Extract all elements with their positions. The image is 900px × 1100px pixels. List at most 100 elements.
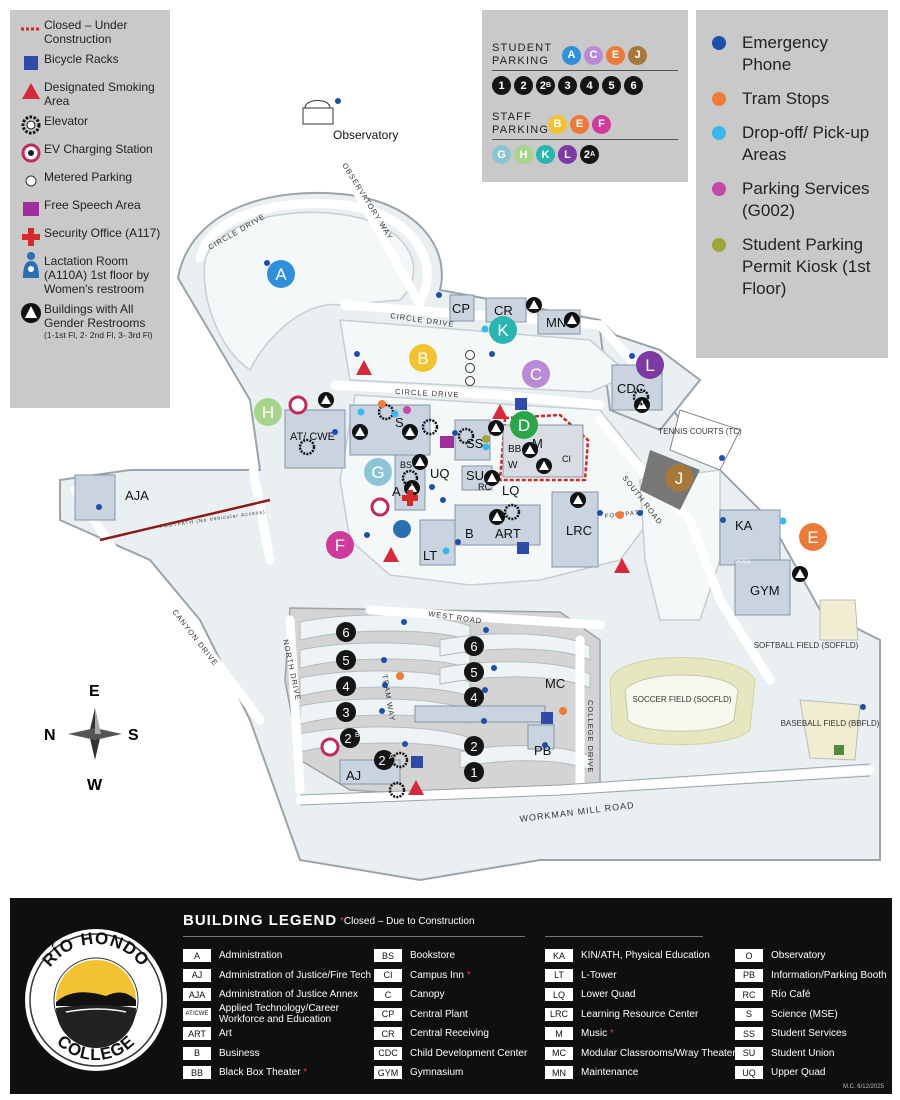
college-logo: RÍO HONDO COLLEGE <box>25 929 167 1071</box>
emergency-phone-icon <box>382 682 388 688</box>
building-bs: BS <box>400 460 412 470</box>
building-name: Central Receiving <box>410 1028 489 1040</box>
building-code: UQ <box>735 1066 763 1080</box>
building-code: S <box>735 1007 763 1021</box>
building-code: AJA <box>183 988 211 1002</box>
svg-text:5: 5 <box>470 665 477 680</box>
metered-parking-icon <box>465 350 475 360</box>
building-legend-title: BUILDING LEGEND <box>183 912 338 929</box>
triangle-circle-icon <box>18 302 44 324</box>
building-ss: SS <box>466 436 484 451</box>
building-name: Observatory <box>771 950 826 962</box>
staff-lot-badge: H <box>514 145 533 164</box>
drop-off-icon <box>481 325 489 333</box>
emergency-phone-icon <box>452 430 458 436</box>
svg-text:1: 1 <box>470 765 477 780</box>
all-gender-restroom-icon <box>526 297 542 313</box>
building-name: Administration of Justice Annex <box>219 989 358 1001</box>
parking-lot-number-badge: 6 <box>464 636 484 656</box>
bicycle-rack-icon <box>411 756 423 768</box>
emergency-phone-icon <box>719 455 725 461</box>
student-lot-badge: A <box>562 45 581 65</box>
ev-charging-icon <box>288 395 308 415</box>
building-name: Lower Quad <box>581 989 636 1001</box>
student-lot-number-badge: 2 <box>514 76 533 95</box>
lactation-room-icon <box>393 520 411 538</box>
parking-lot-d-badge: D <box>510 411 538 439</box>
road-label: CIRCLE DRIVE <box>395 387 460 399</box>
building-code: BB <box>183 1066 211 1080</box>
dot-legend-item: Student Parking Permit Kiosk (1st Floor) <box>708 234 878 300</box>
drop-off-icon <box>442 547 450 555</box>
all-gender-restroom-icon <box>488 420 504 436</box>
emergency-phone-icon <box>483 627 489 633</box>
staff-lot-badge: G <box>492 145 511 164</box>
building-s: S <box>395 415 404 430</box>
svg-text:2: 2 <box>344 731 351 746</box>
emergency-phone-icon <box>379 708 385 714</box>
svg-text:4: 4 <box>342 679 349 694</box>
dot-legend-label: Emergency Phone <box>742 33 828 74</box>
all-gender-restroom-icon <box>402 424 418 440</box>
building-bb: BB <box>508 444 522 455</box>
student-lot-number-badge: 5 <box>602 76 621 95</box>
building-name: Information/Parking Booth <box>771 969 887 981</box>
building-code: CR <box>374 1027 402 1041</box>
emergency-phone-icon <box>720 517 726 523</box>
red-cross-icon <box>18 226 44 248</box>
parking-lot-f-badge: F <box>326 531 354 559</box>
symbol-legend-label: Free Speech Area <box>44 198 141 212</box>
symbol-legend-label: Metered Parking <box>44 170 133 184</box>
bicycle-rack-icon <box>541 712 553 724</box>
emergency-phone-icon <box>436 292 442 298</box>
soccer-label: SOCCER FIELD (SOCFLD) <box>632 695 731 704</box>
building-name: Campus Inn * <box>410 969 471 981</box>
tennis-label: TENNIS COURTS (TC) <box>658 427 742 436</box>
emergency-phone-icon <box>860 704 866 710</box>
symbol-legend-label: Bicycle Racks <box>44 52 119 66</box>
compass-s: S <box>128 727 139 744</box>
building-legend: RÍO HONDO COLLEGE BUILDING LEGEND *Close… <box>10 898 892 1094</box>
svg-text:2: 2 <box>378 753 385 768</box>
building-code: BS <box>374 949 402 963</box>
building-name: Río Café <box>771 989 811 1001</box>
staff-lot-badge: B <box>548 114 567 134</box>
emergency-phone-icon <box>637 510 643 516</box>
building-cp: CP <box>452 301 470 316</box>
emergency-phone-icon <box>440 497 446 503</box>
building-name: Music * <box>581 1028 614 1040</box>
building-cr: CR <box>494 303 513 318</box>
all-gender-restroom-icon <box>522 442 538 458</box>
building-lrc: LRC <box>566 523 592 538</box>
dot-icon <box>712 92 726 106</box>
emergency-phone-icon <box>96 504 102 510</box>
svg-text:G: G <box>371 463 384 482</box>
building-name: KIN/ATH, Physical Education <box>581 950 710 962</box>
drop-off-icon <box>779 517 787 525</box>
building-code: CP <box>374 1007 402 1021</box>
svg-text:F: F <box>335 536 345 555</box>
all-gender-restroom-icon <box>564 312 580 328</box>
symbol-legend-item: Bicycle Racks <box>18 52 164 74</box>
all-gender-restroom-icon <box>484 470 500 486</box>
building-ci: CI <box>562 454 571 464</box>
building-code: AJ <box>183 968 211 982</box>
symbol-legend-label: Elevator <box>44 114 89 128</box>
building-ka: KA <box>735 518 753 533</box>
building-code: SU <box>735 1046 763 1060</box>
building-code: MC <box>545 1046 573 1060</box>
building-name: Bookstore <box>410 950 456 962</box>
building-name: L-Tower <box>581 969 617 981</box>
